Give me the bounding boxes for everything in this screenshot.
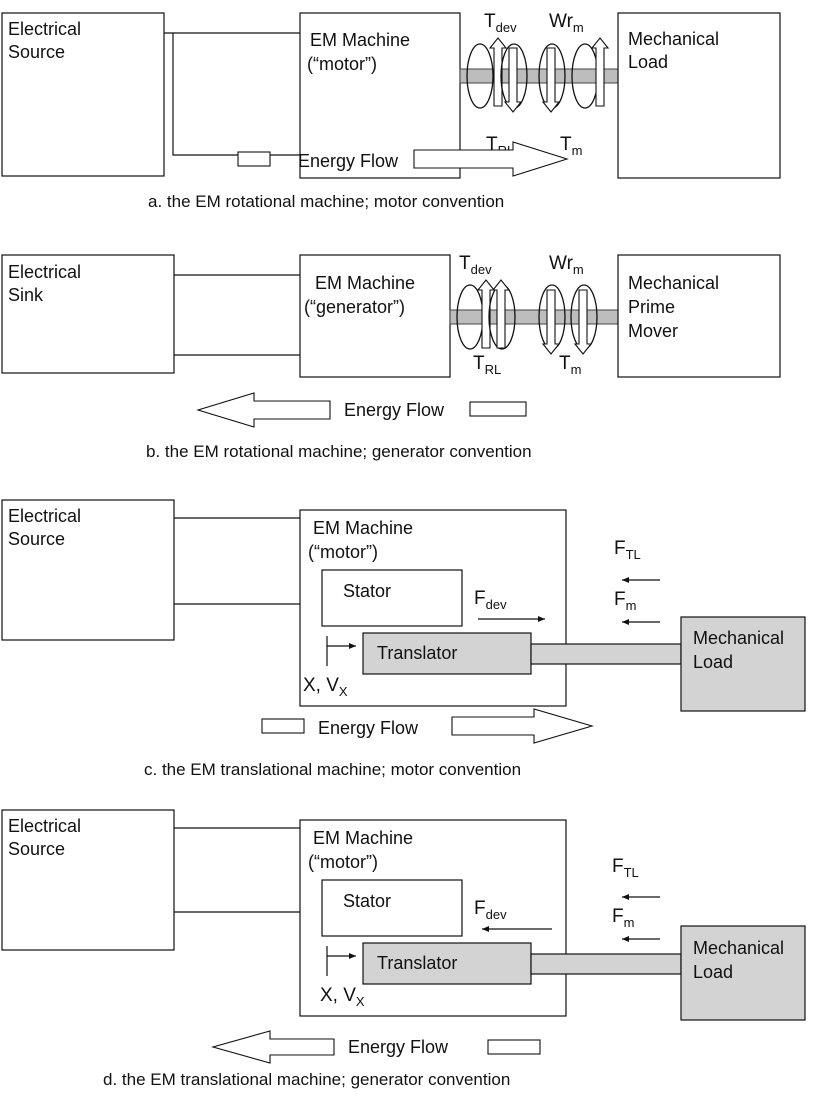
electrical-source-label-line2: Source <box>8 529 65 549</box>
t-m-label: Tm <box>560 134 582 158</box>
panel-a: Electrical Source EM Machine (“motor”) T… <box>1 11 781 211</box>
f-tl-label: FTL <box>612 856 639 880</box>
energy-flow-tail <box>487 1039 541 1055</box>
electrical-source-label-line2: Source <box>8 42 65 62</box>
panel-c: Electrical Source EM Machine (“motor”) S… <box>1 499 806 779</box>
stator-label: Stator <box>343 891 391 911</box>
mechanical-load-label-line1: Mechanical <box>693 938 784 958</box>
em-machine-mode-label: (“motor”) <box>307 54 377 74</box>
em-machine-label: EM Machine <box>313 828 413 848</box>
rotating-shaft <box>449 309 619 325</box>
stator-box <box>321 879 463 937</box>
electrical-source-label-line2: Source <box>8 839 65 859</box>
translator-rod <box>530 643 682 665</box>
energy-flow-label: Energy Flow <box>348 1037 449 1057</box>
torque-rl-symbol <box>500 43 528 113</box>
t-rl-label: TRL <box>473 353 501 377</box>
translator-label: Translator <box>377 643 457 663</box>
caption-b: b. the EM rotational machine; generator … <box>146 442 532 461</box>
wire-bottom <box>172 33 300 156</box>
energy-flow-tail <box>469 401 527 417</box>
em-machine-mode-label: (“motor”) <box>308 542 378 562</box>
electrical-source-label-line1: Electrical <box>8 816 81 836</box>
em-machine-box <box>299 254 451 378</box>
prime-mover-label-line2: Prime <box>628 297 675 317</box>
f-m-label: Fm <box>614 589 636 613</box>
stator-box <box>321 569 463 627</box>
f-m-label: Fm <box>612 906 634 930</box>
wr-m-label: Wrm <box>549 11 584 35</box>
torque-m-symbol <box>571 37 610 109</box>
torque-rl-symbol <box>488 279 516 350</box>
prime-mover-label-line3: Mover <box>628 321 678 341</box>
em-machine-label: EM Machine <box>315 273 415 293</box>
mechanical-prime-mover-box <box>617 254 781 378</box>
mechanical-load-box <box>680 616 806 712</box>
em-machine-mode-label: (“motor”) <box>308 852 378 872</box>
mechanical-load-label-line2: Load <box>693 962 733 982</box>
translator-rod <box>530 953 682 975</box>
x-vx-label: X, VX <box>320 985 365 1009</box>
energy-flow-label: Energy Flow <box>298 151 399 171</box>
caption-d: d. the EM translational machine; generat… <box>103 1070 510 1089</box>
electrical-sink-label-line1: Electrical <box>8 262 81 282</box>
em-machine-mode-label: (“generator”) <box>304 297 405 317</box>
t-dev-label: Tdev <box>484 11 517 35</box>
stator-label: Stator <box>343 581 391 601</box>
caption-a: a. the EM rotational machine; motor conv… <box>148 192 504 211</box>
mechanical-load-label-line1: Mechanical <box>693 628 784 648</box>
energy-flow-label: Energy Flow <box>318 718 419 738</box>
panel-b: Electrical Sink EM Machine (“generator”)… <box>1 253 781 461</box>
mechanical-load-label-line2: Load <box>693 652 733 672</box>
mechanical-load-label-line1: Mechanical <box>628 29 719 49</box>
mechanical-load-box <box>617 12 781 179</box>
energy-flow-tail <box>261 718 305 734</box>
energy-flow-tail <box>237 151 271 167</box>
wr-m-label: Wrm <box>549 253 584 277</box>
mechanical-load-label-line2: Load <box>628 52 668 72</box>
energy-flow-arrow-right <box>413 141 569 177</box>
energy-flow-arrow-left <box>196 392 331 428</box>
electrical-source-box <box>1 12 165 177</box>
energy-flow-arrow-left <box>210 1030 335 1064</box>
electrical-source-label-line1: Electrical <box>8 506 81 526</box>
speed-wr-symbol <box>538 284 566 355</box>
prime-mover-label-line1: Mechanical <box>628 273 719 293</box>
energy-flow-arrow-right <box>451 708 594 744</box>
electrical-source-box <box>1 809 175 951</box>
speed-wr-symbol <box>538 43 566 113</box>
electrical-sink-label-line2: Sink <box>8 285 44 305</box>
translator-label: Translator <box>377 953 457 973</box>
energy-flow-label: Energy Flow <box>344 400 445 420</box>
panel-d: Electrical Source EM Machine (“motor”) S… <box>1 809 806 1089</box>
em-machine-label: EM Machine <box>313 518 413 538</box>
electrical-sink-box <box>1 254 175 374</box>
t-dev-label: Tdev <box>459 253 492 277</box>
f-dev-label: Fdev <box>474 898 507 922</box>
t-m-label: Tm <box>559 353 581 377</box>
torque-m-symbol <box>570 284 598 355</box>
caption-c: c. the EM translational machine; motor c… <box>144 760 521 779</box>
em-machine-label: EM Machine <box>310 30 410 50</box>
mechanical-load-box <box>680 925 806 1021</box>
x-vx-label: X, VX <box>303 675 348 699</box>
electrical-source-box <box>1 499 175 641</box>
electrical-source-label-line1: Electrical <box>8 19 81 39</box>
translator-bar <box>362 942 532 985</box>
f-dev-label: Fdev <box>474 588 507 612</box>
f-tl-label: FTL <box>614 538 641 562</box>
